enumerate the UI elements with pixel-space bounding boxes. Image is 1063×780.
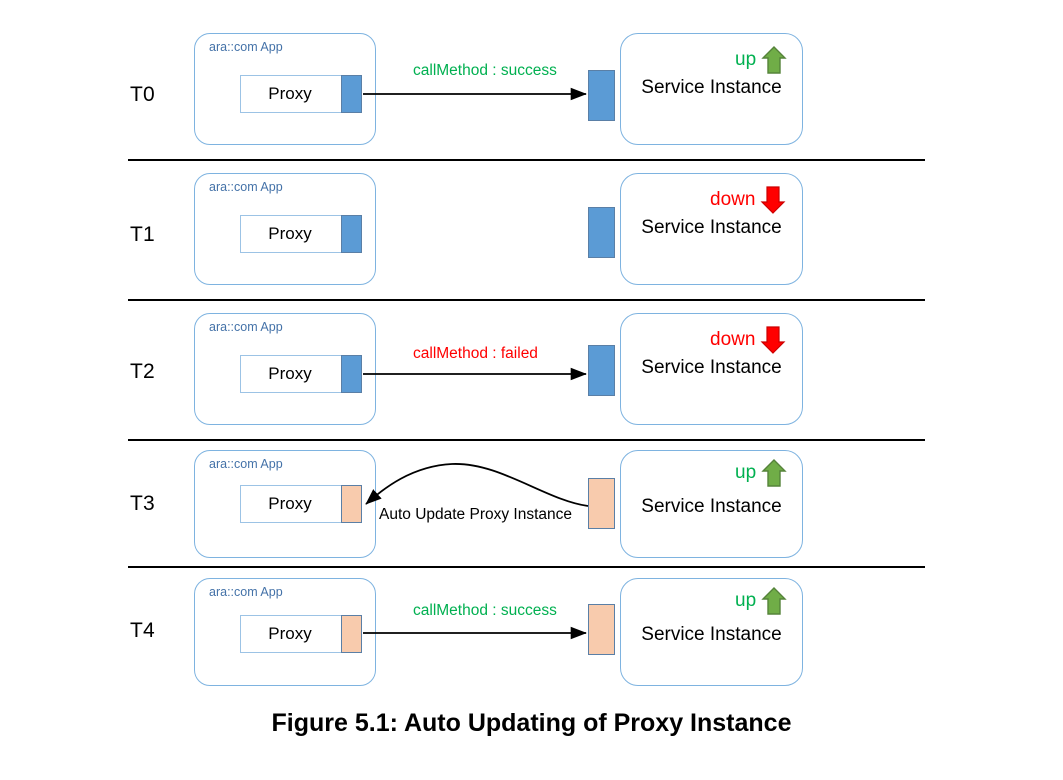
proxy-label-t0: Proxy bbox=[268, 84, 312, 103]
status-text-t2: down bbox=[710, 329, 756, 350]
arrow-up-icon bbox=[761, 459, 787, 487]
status-badge-t0: up bbox=[735, 45, 787, 75]
app-title-t2: ara::com App bbox=[209, 320, 283, 334]
service-label-t1: Service Instance bbox=[641, 217, 782, 238]
row-divider-t0 bbox=[128, 159, 925, 161]
proxy-label-t4: Proxy bbox=[268, 624, 312, 643]
status-badge-t4: up bbox=[735, 586, 787, 616]
app-title-t3: ara::com App bbox=[209, 457, 283, 471]
service-port-t4 bbox=[588, 604, 615, 655]
service-port-t3 bbox=[588, 478, 615, 529]
time-label-t1: T1 bbox=[130, 223, 155, 246]
proxy-label-t2: Proxy bbox=[268, 364, 312, 383]
service-label-t3: Service Instance bbox=[641, 496, 782, 517]
service-label-t0: Service Instance bbox=[641, 77, 782, 98]
proxy-port-t0 bbox=[341, 75, 362, 113]
row-divider-t2 bbox=[128, 439, 925, 441]
figure-caption: Figure 5.1: Auto Updating of Proxy Insta… bbox=[271, 709, 792, 737]
message-label-t2: callMethod : failed bbox=[413, 345, 538, 362]
time-label-t3: T3 bbox=[130, 492, 155, 515]
service-label-t4: Service Instance bbox=[641, 624, 782, 645]
proxy-port-t4 bbox=[341, 615, 362, 653]
status-text-t3: up bbox=[735, 462, 757, 483]
message-label-t4: callMethod : success bbox=[413, 602, 557, 619]
arrow-up-icon bbox=[761, 46, 787, 74]
arrow-down-icon bbox=[760, 326, 786, 354]
service-port-t1 bbox=[588, 207, 615, 258]
message-label-t3: Auto Update Proxy Instance bbox=[379, 506, 573, 523]
time-label-t2: T2 bbox=[130, 360, 155, 383]
proxy-label-t1: Proxy bbox=[268, 224, 312, 243]
row-divider-t3 bbox=[128, 566, 925, 568]
time-label-t0: T0 bbox=[130, 83, 155, 106]
status-badge-t3: up bbox=[735, 458, 787, 488]
proxy-port-t2 bbox=[341, 355, 362, 393]
status-badge-t2: down bbox=[710, 325, 786, 355]
arrow-down-icon bbox=[760, 186, 786, 214]
app-title-t4: ara::com App bbox=[209, 585, 283, 599]
status-text-t4: up bbox=[735, 590, 757, 611]
time-label-t4: T4 bbox=[130, 619, 155, 642]
row-divider-t1 bbox=[128, 299, 925, 301]
message-label-t0: callMethod : success bbox=[413, 62, 557, 79]
app-title-t1: ara::com App bbox=[209, 180, 283, 194]
service-port-t0 bbox=[588, 70, 615, 121]
status-badge-t1: down bbox=[710, 185, 786, 215]
proxy-port-t1 bbox=[341, 215, 362, 253]
service-port-t2 bbox=[588, 345, 615, 396]
app-title-t0: ara::com App bbox=[209, 40, 283, 54]
status-text-t1: down bbox=[710, 189, 756, 210]
proxy-port-t3 bbox=[341, 485, 362, 523]
arrow-auto-update-t3 bbox=[365, 463, 589, 507]
service-label-t2: Service Instance bbox=[641, 357, 782, 378]
arrow-up-icon bbox=[761, 587, 787, 615]
proxy-label-t3: Proxy bbox=[268, 494, 312, 513]
status-text-t0: up bbox=[735, 49, 757, 70]
service-instance-box-t4: Service Instance bbox=[620, 578, 803, 686]
